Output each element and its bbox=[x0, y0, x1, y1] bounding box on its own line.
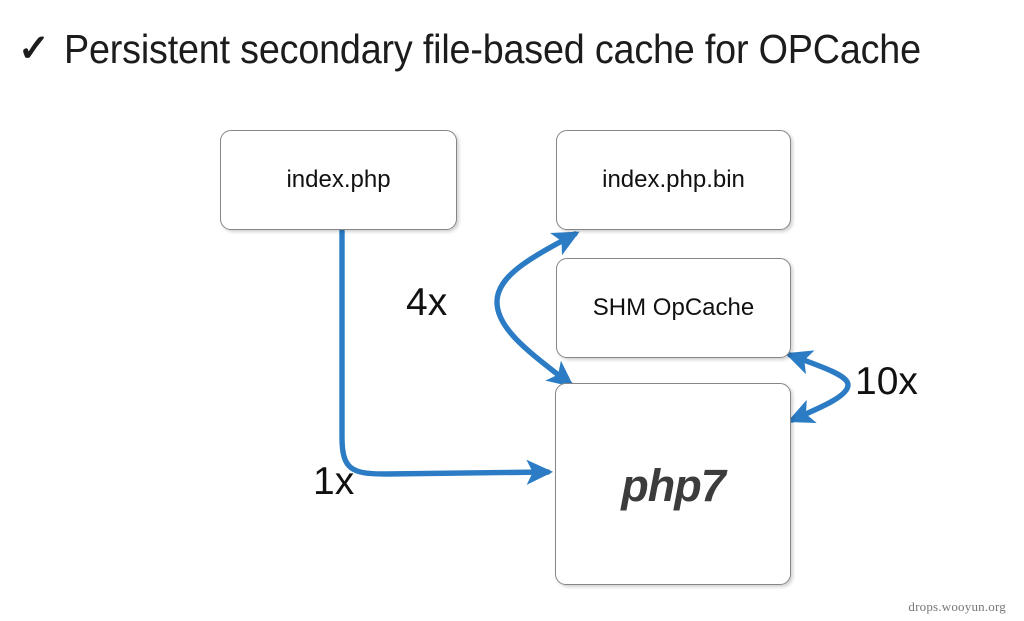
node-index-php-label: index.php bbox=[286, 166, 391, 193]
node-php7[interactable]: php7 bbox=[555, 383, 791, 585]
node-index-php-bin[interactable]: index.php.bin bbox=[556, 130, 791, 230]
check-icon: ✓ bbox=[18, 28, 50, 70]
edge-arrow-1x bbox=[339, 228, 554, 485]
edge-label-1x: 1x bbox=[313, 460, 355, 503]
node-index-php[interactable]: index.php bbox=[220, 130, 457, 230]
node-index-php-bin-label: index.php.bin bbox=[602, 166, 745, 193]
edge-label-4x: 4x bbox=[406, 281, 448, 324]
node-shm-opcache-label: SHM OpCache bbox=[592, 294, 755, 321]
edge-label-10x: 10x bbox=[855, 360, 918, 403]
edge-arrow-10x bbox=[785, 350, 851, 424]
watermark: drops.wooyun.org bbox=[908, 599, 1006, 614]
php7-logo-label: php7 bbox=[621, 460, 725, 511]
node-shm-opcache[interactable]: SHM OpCache bbox=[556, 258, 791, 358]
page-title-text: Persistent secondary file-based cache fo… bbox=[63, 25, 921, 72]
page-title: ✓ Persistent secondary file-based cache … bbox=[18, 18, 1018, 80]
